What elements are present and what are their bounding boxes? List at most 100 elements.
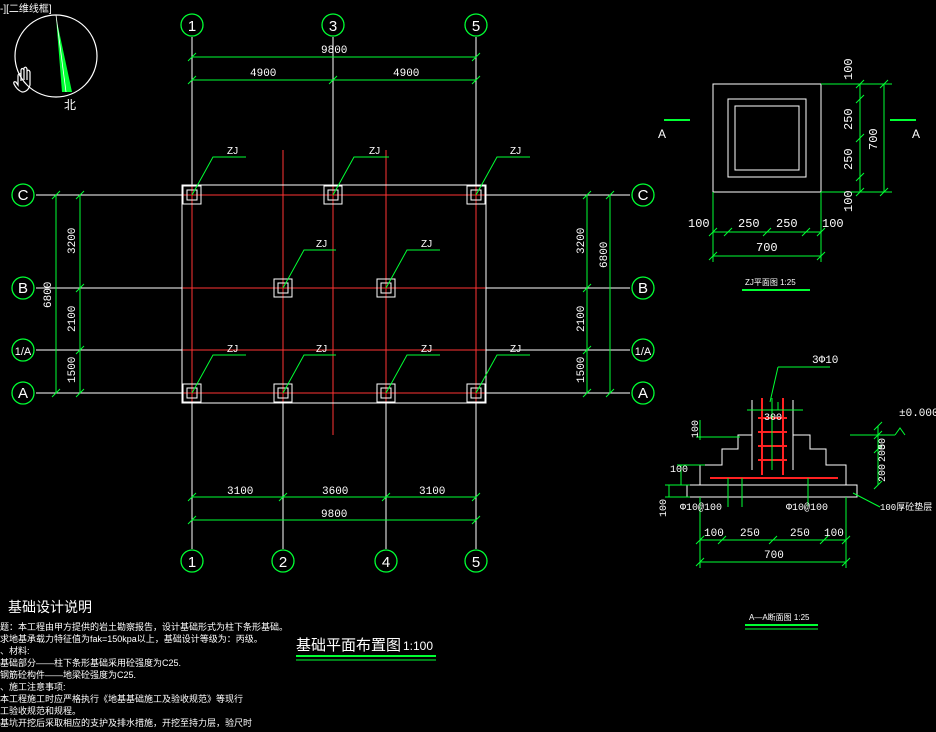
zj-plan-detail: A A 100 250 250 100 700 100 250 250 100	[658, 58, 920, 291]
footing-a5	[466, 383, 486, 403]
section-left-dim-1: 100	[691, 420, 702, 438]
footing-a4	[376, 383, 396, 403]
dim-left-1: 3200	[67, 228, 79, 254]
north-compass: 北	[14, 14, 98, 112]
axis-left-b: B	[18, 280, 28, 297]
dim-top-2: 4900	[393, 68, 419, 80]
section-rebar-left: Φ10@100	[680, 502, 722, 514]
dim-top-total: 9800	[321, 45, 347, 57]
footing-b2	[273, 278, 293, 298]
footing-c5	[466, 185, 486, 205]
zj-right-dim-2: 250	[842, 108, 856, 130]
axis-left-1a: 1/A	[15, 346, 32, 358]
section-mark-left: A	[658, 127, 666, 141]
note-line-9: 基坑开挖后采取相应的支护及排水措施，开挖至持力层，验尺时	[0, 718, 253, 728]
note-line-1: 题：本工程由甲方提供的岩土勘察报告，设计基础形式为柱下条形基础。	[0, 622, 289, 632]
axis-left-c: C	[18, 187, 29, 204]
section-cushion: 100厚砼垫层	[880, 501, 932, 513]
note-line-3: 、材料:	[0, 646, 30, 656]
zj-bottom-dim-2: 250	[738, 217, 760, 231]
section-rebar-right: Φ10@100	[786, 502, 828, 514]
footing-c3	[323, 185, 343, 205]
axis-labels: 1 3 5 1 2 4 5 C B 1/A A C B 1/A A	[15, 18, 652, 571]
axis-right-1a: 1/A	[635, 346, 652, 358]
axis-top-1: 1	[188, 18, 196, 35]
footing-a1	[182, 383, 202, 403]
footing-leaders	[191, 156, 530, 394]
section-level: ±0.000	[899, 408, 936, 420]
axis-right-c: C	[638, 187, 649, 204]
notes-title: 基础设计说明	[8, 599, 92, 615]
dim-top-1: 4900	[250, 68, 276, 80]
zj-right-total: 700	[867, 128, 881, 150]
dimension-text: 9800 4900 4900 3100 3600 3100 9800 3200 …	[43, 45, 611, 521]
dim-bottom-3: 3100	[419, 486, 445, 498]
section-right-dim-1: 50	[878, 438, 889, 450]
zj-tag: ZJ	[421, 239, 432, 250]
axis-top-3: 3	[329, 18, 337, 35]
zj-bottom-dim-4: 100	[822, 217, 844, 231]
section-aa-detail: 3Φ10 300 ±0.000 50 200 200 100 100 100 Φ…	[659, 355, 936, 630]
zj-right-dim-1: 100	[842, 58, 856, 80]
axis-bottom-2: 2	[279, 554, 287, 571]
zj-tag: ZJ	[316, 239, 327, 250]
axis-right-b: B	[638, 280, 648, 297]
zj-plan-title: ZJ平面图 1:25	[745, 278, 796, 287]
dim-bottom-1: 3100	[227, 486, 253, 498]
zj-right-dim-3: 250	[842, 148, 856, 170]
note-line-7: 本工程施工时应严格执行《地基基础施工及验收规范》等现行	[0, 694, 244, 704]
dim-bottom-2: 3600	[322, 486, 348, 498]
dim-bottom-total: 9800	[321, 509, 347, 521]
footings	[182, 185, 486, 403]
section-bottom-dim-3: 250	[790, 528, 810, 540]
note-line-6: 、施工注意事项:	[0, 682, 66, 692]
axis-left-a: A	[18, 385, 28, 402]
dim-left-2: 2100	[67, 306, 79, 332]
zj-tag: ZJ	[510, 344, 521, 355]
section-bottom-dim-1: 100	[704, 528, 724, 540]
viewport-label[interactable]: -][二维线框]	[0, 4, 52, 15]
axis-right-a: A	[638, 385, 648, 402]
section-right-dim-3: 200	[878, 464, 889, 482]
plan-title-block: 基础平面布置图 1:100	[296, 637, 436, 661]
plan-scale: 1:100	[403, 639, 433, 653]
plan-title: 基础平面布置图	[296, 637, 401, 654]
note-line-2: 求地基承载力特征值为fak=150kpa以上，基础设计等级为：丙级。	[0, 634, 263, 644]
axis-bubbles	[11, 13, 655, 573]
pan-hand-icon	[13, 66, 31, 93]
dim-right-3: 1500	[576, 357, 588, 383]
section-bottom-dim-4: 100	[824, 528, 844, 540]
section-bottom-dim-2: 250	[740, 528, 760, 540]
footing-a2	[273, 383, 293, 403]
dim-right-2: 2100	[576, 306, 588, 332]
zj-tag: ZJ	[316, 344, 327, 355]
section-left-dim-2: 100	[670, 465, 688, 476]
note-line-4: 基础部分——柱下条形基础采用砼强度为C25.	[0, 658, 182, 668]
axis-bottom-5: 5	[472, 554, 480, 571]
zj-tag: ZJ	[227, 146, 238, 157]
axis-extension-lines	[36, 37, 630, 549]
zj-bottom-total: 700	[756, 241, 778, 255]
section-rebar-top: 3Φ10	[812, 355, 838, 367]
dim-right-total: 6800	[599, 242, 611, 268]
section-title: A—A断面图 1:25	[749, 612, 810, 622]
grid-lines	[152, 150, 520, 435]
axis-top-5: 5	[472, 18, 480, 35]
zj-tag: ZJ	[369, 146, 380, 157]
section-bottom-total: 700	[764, 550, 784, 562]
section-col-width: 300	[764, 413, 782, 424]
zj-tag: ZJ	[421, 344, 432, 355]
dim-left-3: 1500	[67, 357, 79, 383]
section-mark-right: A	[912, 127, 920, 141]
north-label: 北	[64, 98, 76, 112]
section-left-dim-3: 100	[659, 499, 670, 517]
note-line-5: 钢筋砼构件——地梁砼强度为C25.	[0, 670, 137, 680]
zj-right-dim-4: 100	[842, 190, 856, 212]
dim-right-1: 3200	[576, 228, 588, 254]
zj-tag: ZJ	[510, 146, 521, 157]
zj-bottom-dim-3: 250	[776, 217, 798, 231]
zj-bottom-dim-1: 100	[688, 217, 710, 231]
zj-tag: ZJ	[227, 344, 238, 355]
footing-b4	[376, 278, 396, 298]
